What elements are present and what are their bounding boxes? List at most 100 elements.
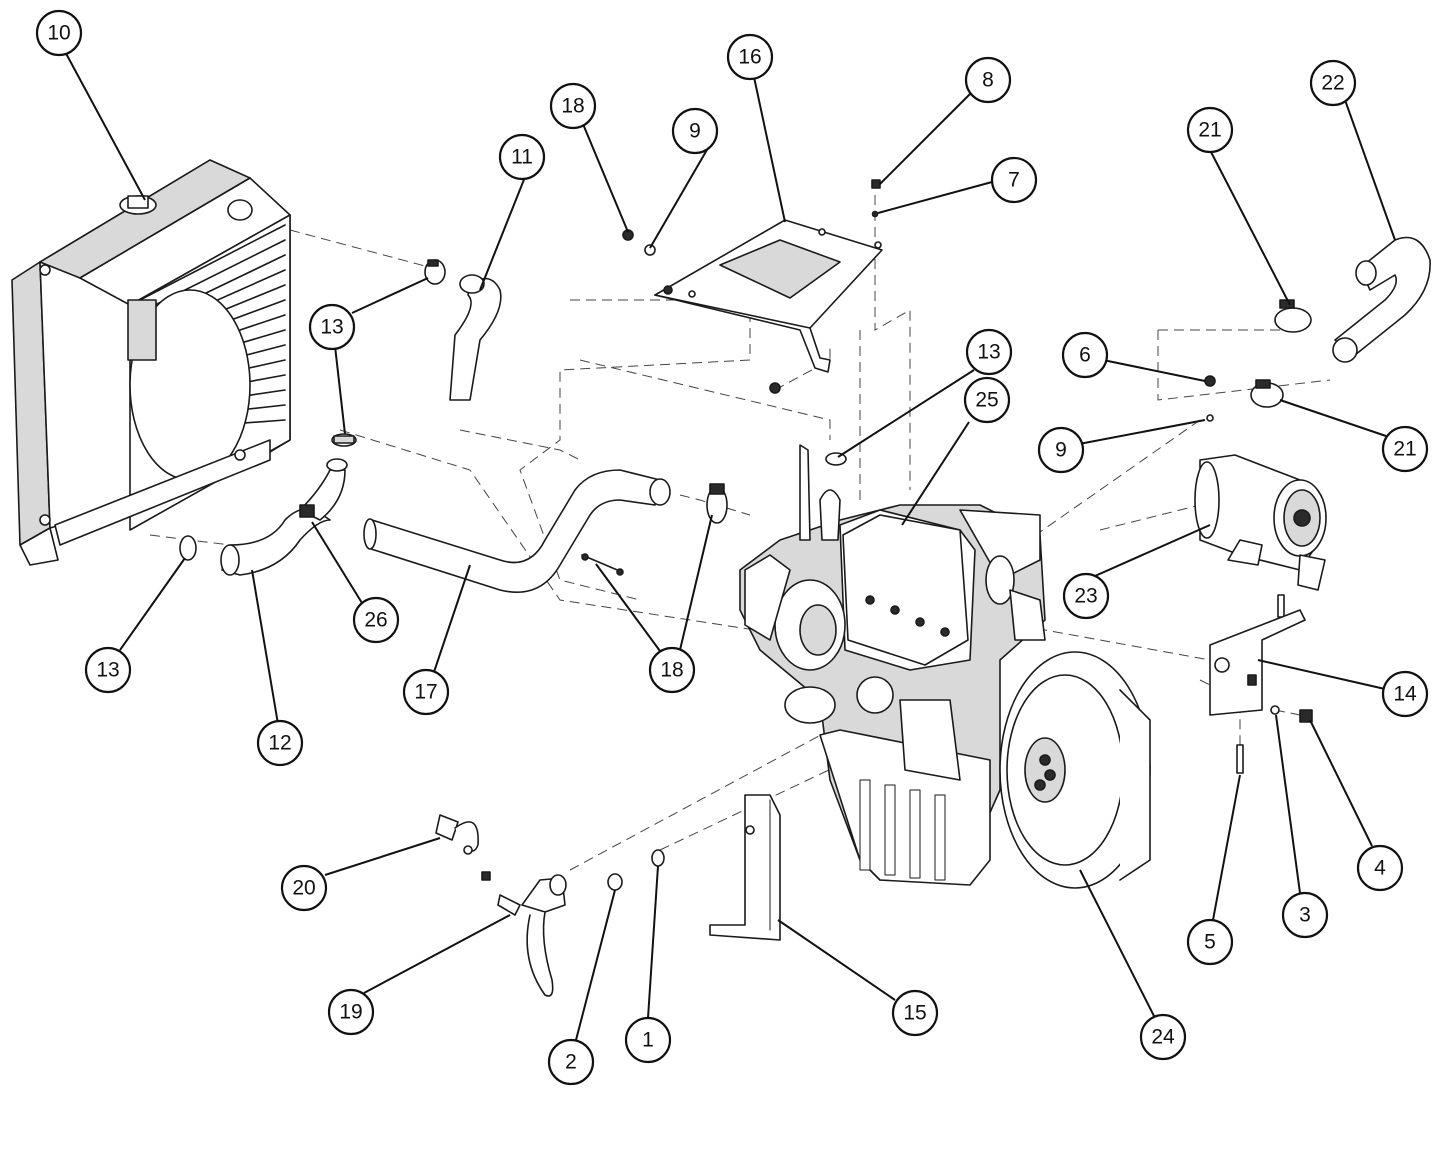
leader-2 bbox=[575, 889, 616, 1041]
leader-20 bbox=[324, 837, 441, 876]
svg-text:4: 4 bbox=[1374, 857, 1386, 880]
callout-22: 22 bbox=[1309, 59, 1357, 107]
callout-16: 16 bbox=[726, 33, 774, 81]
leader-21b bbox=[1279, 399, 1387, 437]
callout-25: 25 bbox=[963, 376, 1011, 424]
svg-text:15: 15 bbox=[903, 1002, 926, 1025]
svg-text:20: 20 bbox=[292, 877, 315, 900]
leader-16 bbox=[753, 76, 786, 223]
callouts: 1 2 3 4 5 6 7 8 9 9 10 11 12 13 13 13 14… bbox=[35, 9, 1429, 1086]
callout-1: 1 bbox=[624, 1016, 672, 1064]
leader-9b bbox=[1078, 419, 1206, 445]
air-filter bbox=[1194, 454, 1327, 591]
svg-text:8: 8 bbox=[982, 69, 994, 92]
leader-6 bbox=[1102, 359, 1206, 382]
svg-text:21: 21 bbox=[1393, 438, 1416, 461]
leader-19 bbox=[363, 914, 511, 994]
svg-text:13: 13 bbox=[977, 341, 1000, 364]
svg-text:16: 16 bbox=[738, 46, 761, 69]
svg-text:3: 3 bbox=[1299, 904, 1311, 927]
svg-text:9: 9 bbox=[1055, 439, 1067, 462]
callout-3: 3 bbox=[1281, 891, 1329, 939]
wire-18 bbox=[581, 553, 624, 576]
leader-1 bbox=[647, 865, 659, 1019]
upper-hose bbox=[449, 274, 502, 401]
leader-15 bbox=[777, 919, 896, 1001]
leader-lines bbox=[61, 45, 1396, 1041]
svg-text:1: 1 bbox=[642, 1029, 654, 1052]
svg-text:13: 13 bbox=[320, 316, 343, 339]
leader-8 bbox=[879, 93, 971, 185]
callout-4: 4 bbox=[1356, 844, 1404, 892]
clamp-21-upper bbox=[1274, 299, 1312, 333]
leader-18b-b bbox=[679, 514, 713, 651]
callout-10: 10 bbox=[35, 9, 83, 57]
clamp-18 bbox=[706, 483, 728, 524]
callout-13-bottom: 13 bbox=[84, 646, 132, 694]
intake-hose bbox=[1332, 236, 1431, 363]
svg-text:25: 25 bbox=[975, 389, 998, 412]
intake-cover bbox=[842, 514, 969, 666]
callout-6: 6 bbox=[1061, 331, 1109, 379]
leader-18b-a bbox=[595, 563, 661, 652]
svg-text:18: 18 bbox=[660, 659, 683, 682]
sensor-harness bbox=[435, 814, 567, 997]
leader-23 bbox=[1094, 524, 1211, 577]
svg-text:22: 22 bbox=[1321, 72, 1344, 95]
engine-block bbox=[739, 444, 1046, 886]
svg-text:21: 21 bbox=[1198, 119, 1221, 142]
svg-text:6: 6 bbox=[1079, 344, 1091, 367]
callout-2: 2 bbox=[547, 1038, 595, 1086]
callout-21-right: 21 bbox=[1381, 425, 1429, 473]
clamp-13-upper bbox=[424, 259, 446, 285]
svg-text:19: 19 bbox=[339, 1001, 362, 1024]
callout-15: 15 bbox=[891, 989, 939, 1037]
callout-26: 26 bbox=[352, 596, 400, 644]
callout-23: 23 bbox=[1062, 572, 1110, 620]
svg-text:23: 23 bbox=[1074, 585, 1097, 608]
callout-18-bottom: 18 bbox=[648, 646, 696, 694]
callout-14: 14 bbox=[1381, 670, 1429, 718]
callout-18-top: 18 bbox=[549, 82, 597, 130]
leader-24 bbox=[1079, 869, 1156, 1019]
leader-3 bbox=[1275, 714, 1301, 894]
svg-text:17: 17 bbox=[414, 681, 437, 704]
leader-17 bbox=[433, 564, 471, 673]
flywheel bbox=[999, 651, 1151, 889]
clamp-13-left bbox=[331, 433, 357, 447]
callout-9-top: 9 bbox=[671, 107, 719, 155]
callout-8: 8 bbox=[964, 56, 1012, 104]
callout-13-left: 13 bbox=[308, 303, 356, 351]
callout-5: 5 bbox=[1186, 918, 1234, 966]
leader-10 bbox=[61, 45, 146, 201]
callout-20: 20 bbox=[280, 864, 328, 912]
leader-22 bbox=[1344, 99, 1396, 241]
svg-text:24: 24 bbox=[1151, 1026, 1175, 1049]
svg-text:18: 18 bbox=[561, 95, 584, 118]
air-duct bbox=[363, 469, 671, 594]
clamp-21-lower bbox=[1250, 379, 1284, 408]
callout-13-engine: 13 bbox=[965, 328, 1013, 376]
plug-nut bbox=[607, 849, 665, 891]
svg-text:9: 9 bbox=[689, 120, 701, 143]
svg-text:14: 14 bbox=[1393, 683, 1417, 706]
svg-text:5: 5 bbox=[1204, 931, 1216, 954]
svg-text:7: 7 bbox=[1008, 169, 1020, 192]
leader-13d bbox=[119, 557, 186, 651]
svg-text:10: 10 bbox=[47, 22, 70, 45]
leader-26 bbox=[311, 521, 363, 604]
callout-24: 24 bbox=[1139, 1013, 1187, 1061]
callout-12: 12 bbox=[256, 719, 304, 767]
callout-19: 19 bbox=[327, 988, 375, 1036]
clamp-13-lower bbox=[179, 535, 197, 561]
leader-13c bbox=[837, 369, 975, 458]
bracket-14 bbox=[1209, 609, 1306, 716]
leader-5 bbox=[1212, 774, 1241, 921]
svg-text:2: 2 bbox=[565, 1051, 577, 1074]
leader-11 bbox=[479, 171, 528, 291]
svg-text:13: 13 bbox=[96, 659, 119, 682]
callout-21-top: 21 bbox=[1186, 106, 1234, 154]
callout-17: 17 bbox=[402, 668, 450, 716]
cover-plate bbox=[654, 219, 883, 373]
